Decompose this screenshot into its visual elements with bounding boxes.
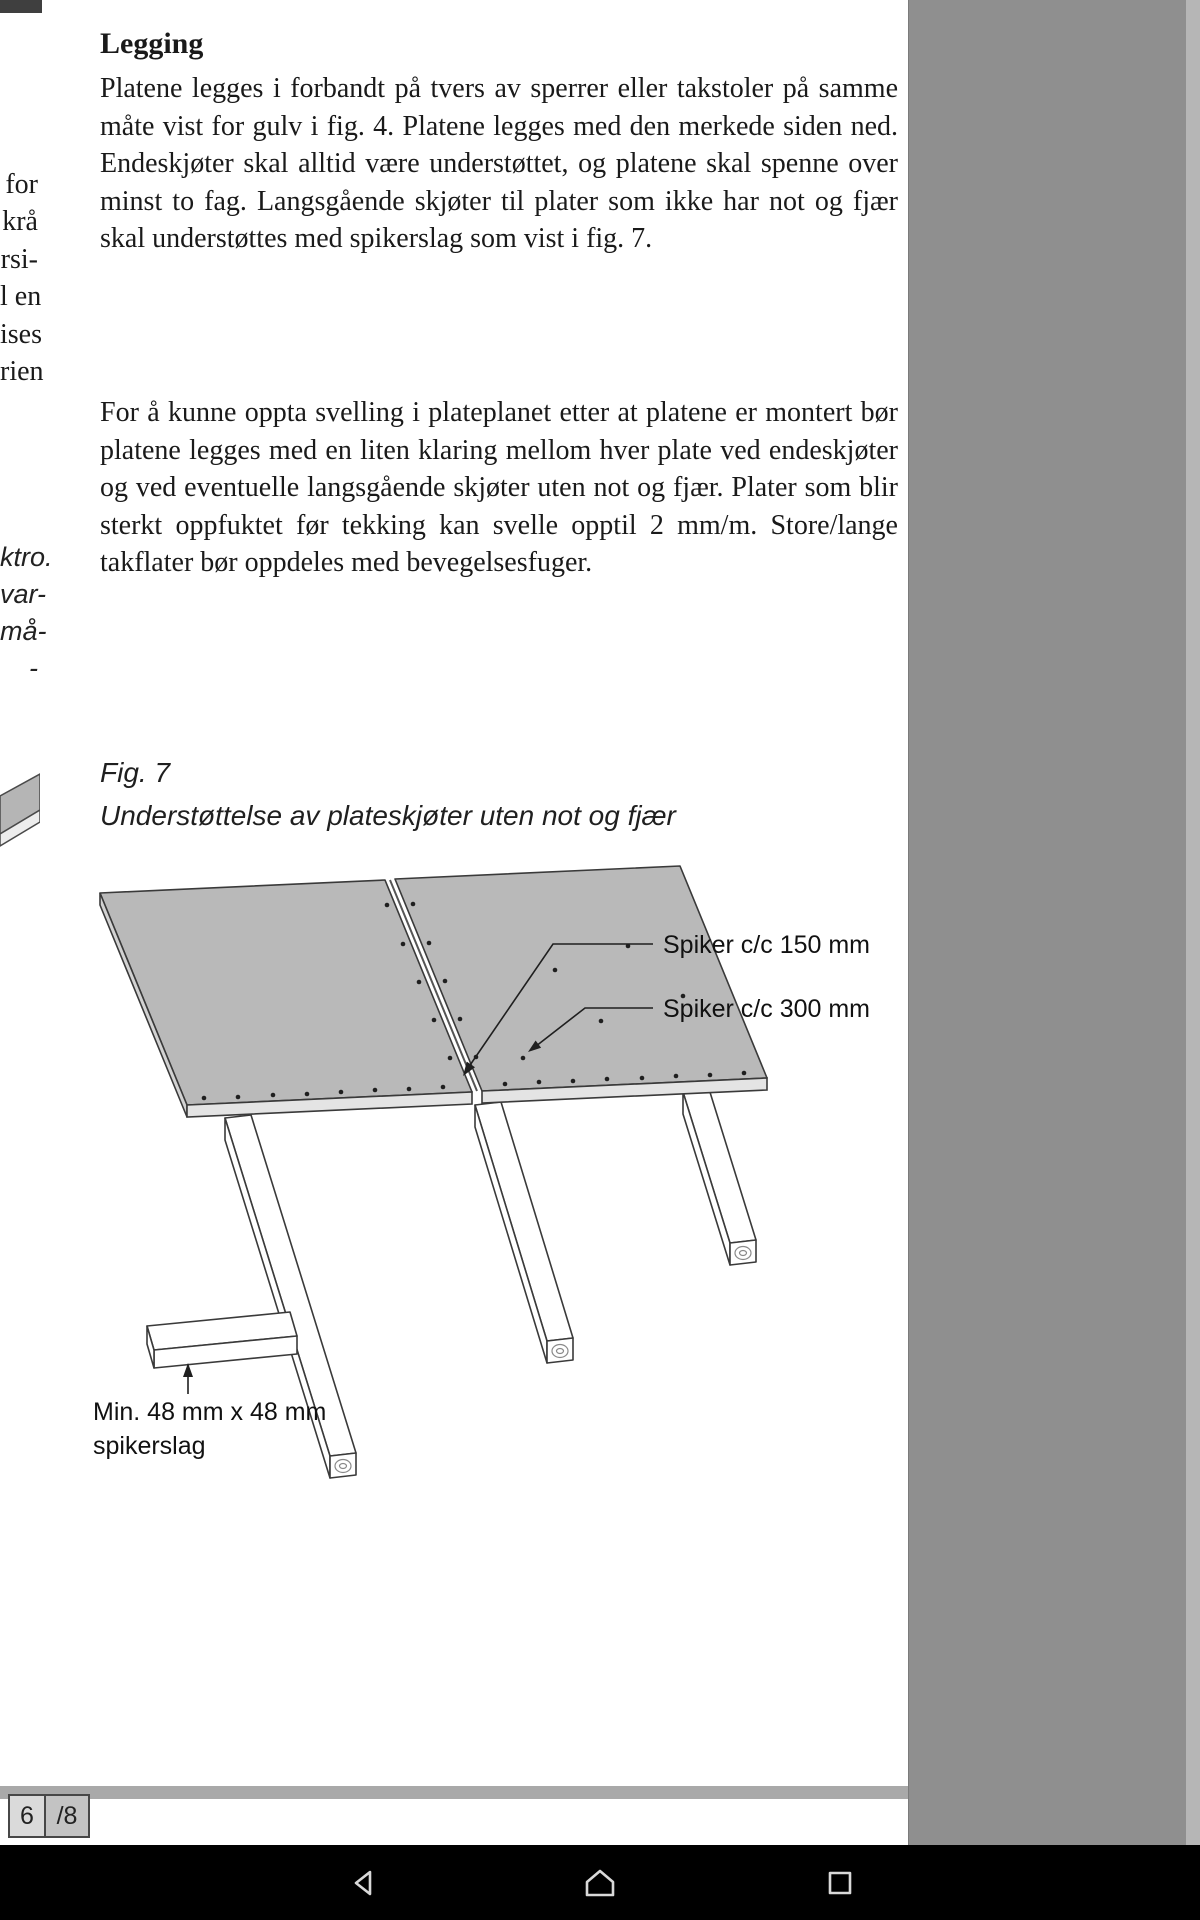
home-icon — [585, 1869, 615, 1896]
document-page[interactable]: for krå rsi- l en ises rien ktro. var- m… — [0, 0, 909, 1845]
nav-back-button[interactable] — [320, 1845, 410, 1920]
back-icon — [354, 1870, 372, 1895]
nav-recents-button[interactable] — [795, 1845, 885, 1920]
page-number-current[interactable]: 6 — [10, 1796, 46, 1836]
page-number-total[interactable]: /8 — [46, 1796, 88, 1836]
plate-left — [99, 879, 473, 1118]
spikerslag-label-line2: spikerslag — [93, 1432, 206, 1460]
body-paragraph: For å kunne oppta svelling i plateplanet… — [100, 397, 898, 578]
body-paragraph: Platene legges i forbandt på tvers av sp… — [100, 73, 898, 254]
left-column-fragment: for — [5, 169, 38, 200]
page-bottom-divider — [0, 1786, 908, 1799]
rafter-right — [682, 1088, 757, 1266]
left-column-fragment: rsi- — [0, 244, 38, 275]
plate-right — [394, 865, 768, 1104]
rafter-middle — [474, 1101, 574, 1364]
leader-arrow-spiker-150 — [463, 943, 653, 1076]
page-indicator[interactable]: 6 /8 — [8, 1794, 90, 1838]
left-column-fragment: ktro. — [0, 542, 53, 572]
page-corner-shadow — [0, 0, 42, 13]
left-column-fragment: må- — [0, 616, 47, 646]
spiker-300-label: Spiker c/c 300 mm — [663, 995, 870, 1023]
recents-icon — [828, 1871, 852, 1894]
adjacent-figure-fragment — [0, 773, 40, 847]
figure-caption-title: Understøttelse av plateskjøter uten not … — [100, 800, 676, 831]
android-navigation-bar — [0, 1845, 1200, 1920]
section-heading: Legging — [100, 27, 204, 60]
figure-caption-number: Fig. 7 — [100, 757, 171, 788]
nav-home-button[interactable] — [555, 1845, 645, 1920]
spikerslag-label-line1: Min. 48 mm x 48 mm — [93, 1398, 326, 1426]
left-column-fragment: - — [29, 653, 38, 683]
left-column-fragment: rien — [0, 356, 44, 387]
leader-arrow-spiker-300 — [528, 1007, 653, 1052]
figure-7-drawing: Spiker c/c 150 mm Spiker c/c 300 mm Min.… — [93, 865, 870, 1479]
leader-arrow-spikerslag — [183, 1363, 193, 1394]
spikerslag-batten — [146, 1311, 298, 1369]
left-column-fragment: ises — [0, 319, 42, 350]
left-column-fragment: var- — [0, 579, 47, 609]
plate-seam — [389, 879, 478, 1092]
viewer-margin-strip — [1186, 0, 1200, 1845]
left-column-fragment: krå — [2, 206, 38, 237]
spiker-150-label: Spiker c/c 150 mm — [663, 931, 870, 959]
left-column-fragment: l en — [0, 281, 42, 312]
